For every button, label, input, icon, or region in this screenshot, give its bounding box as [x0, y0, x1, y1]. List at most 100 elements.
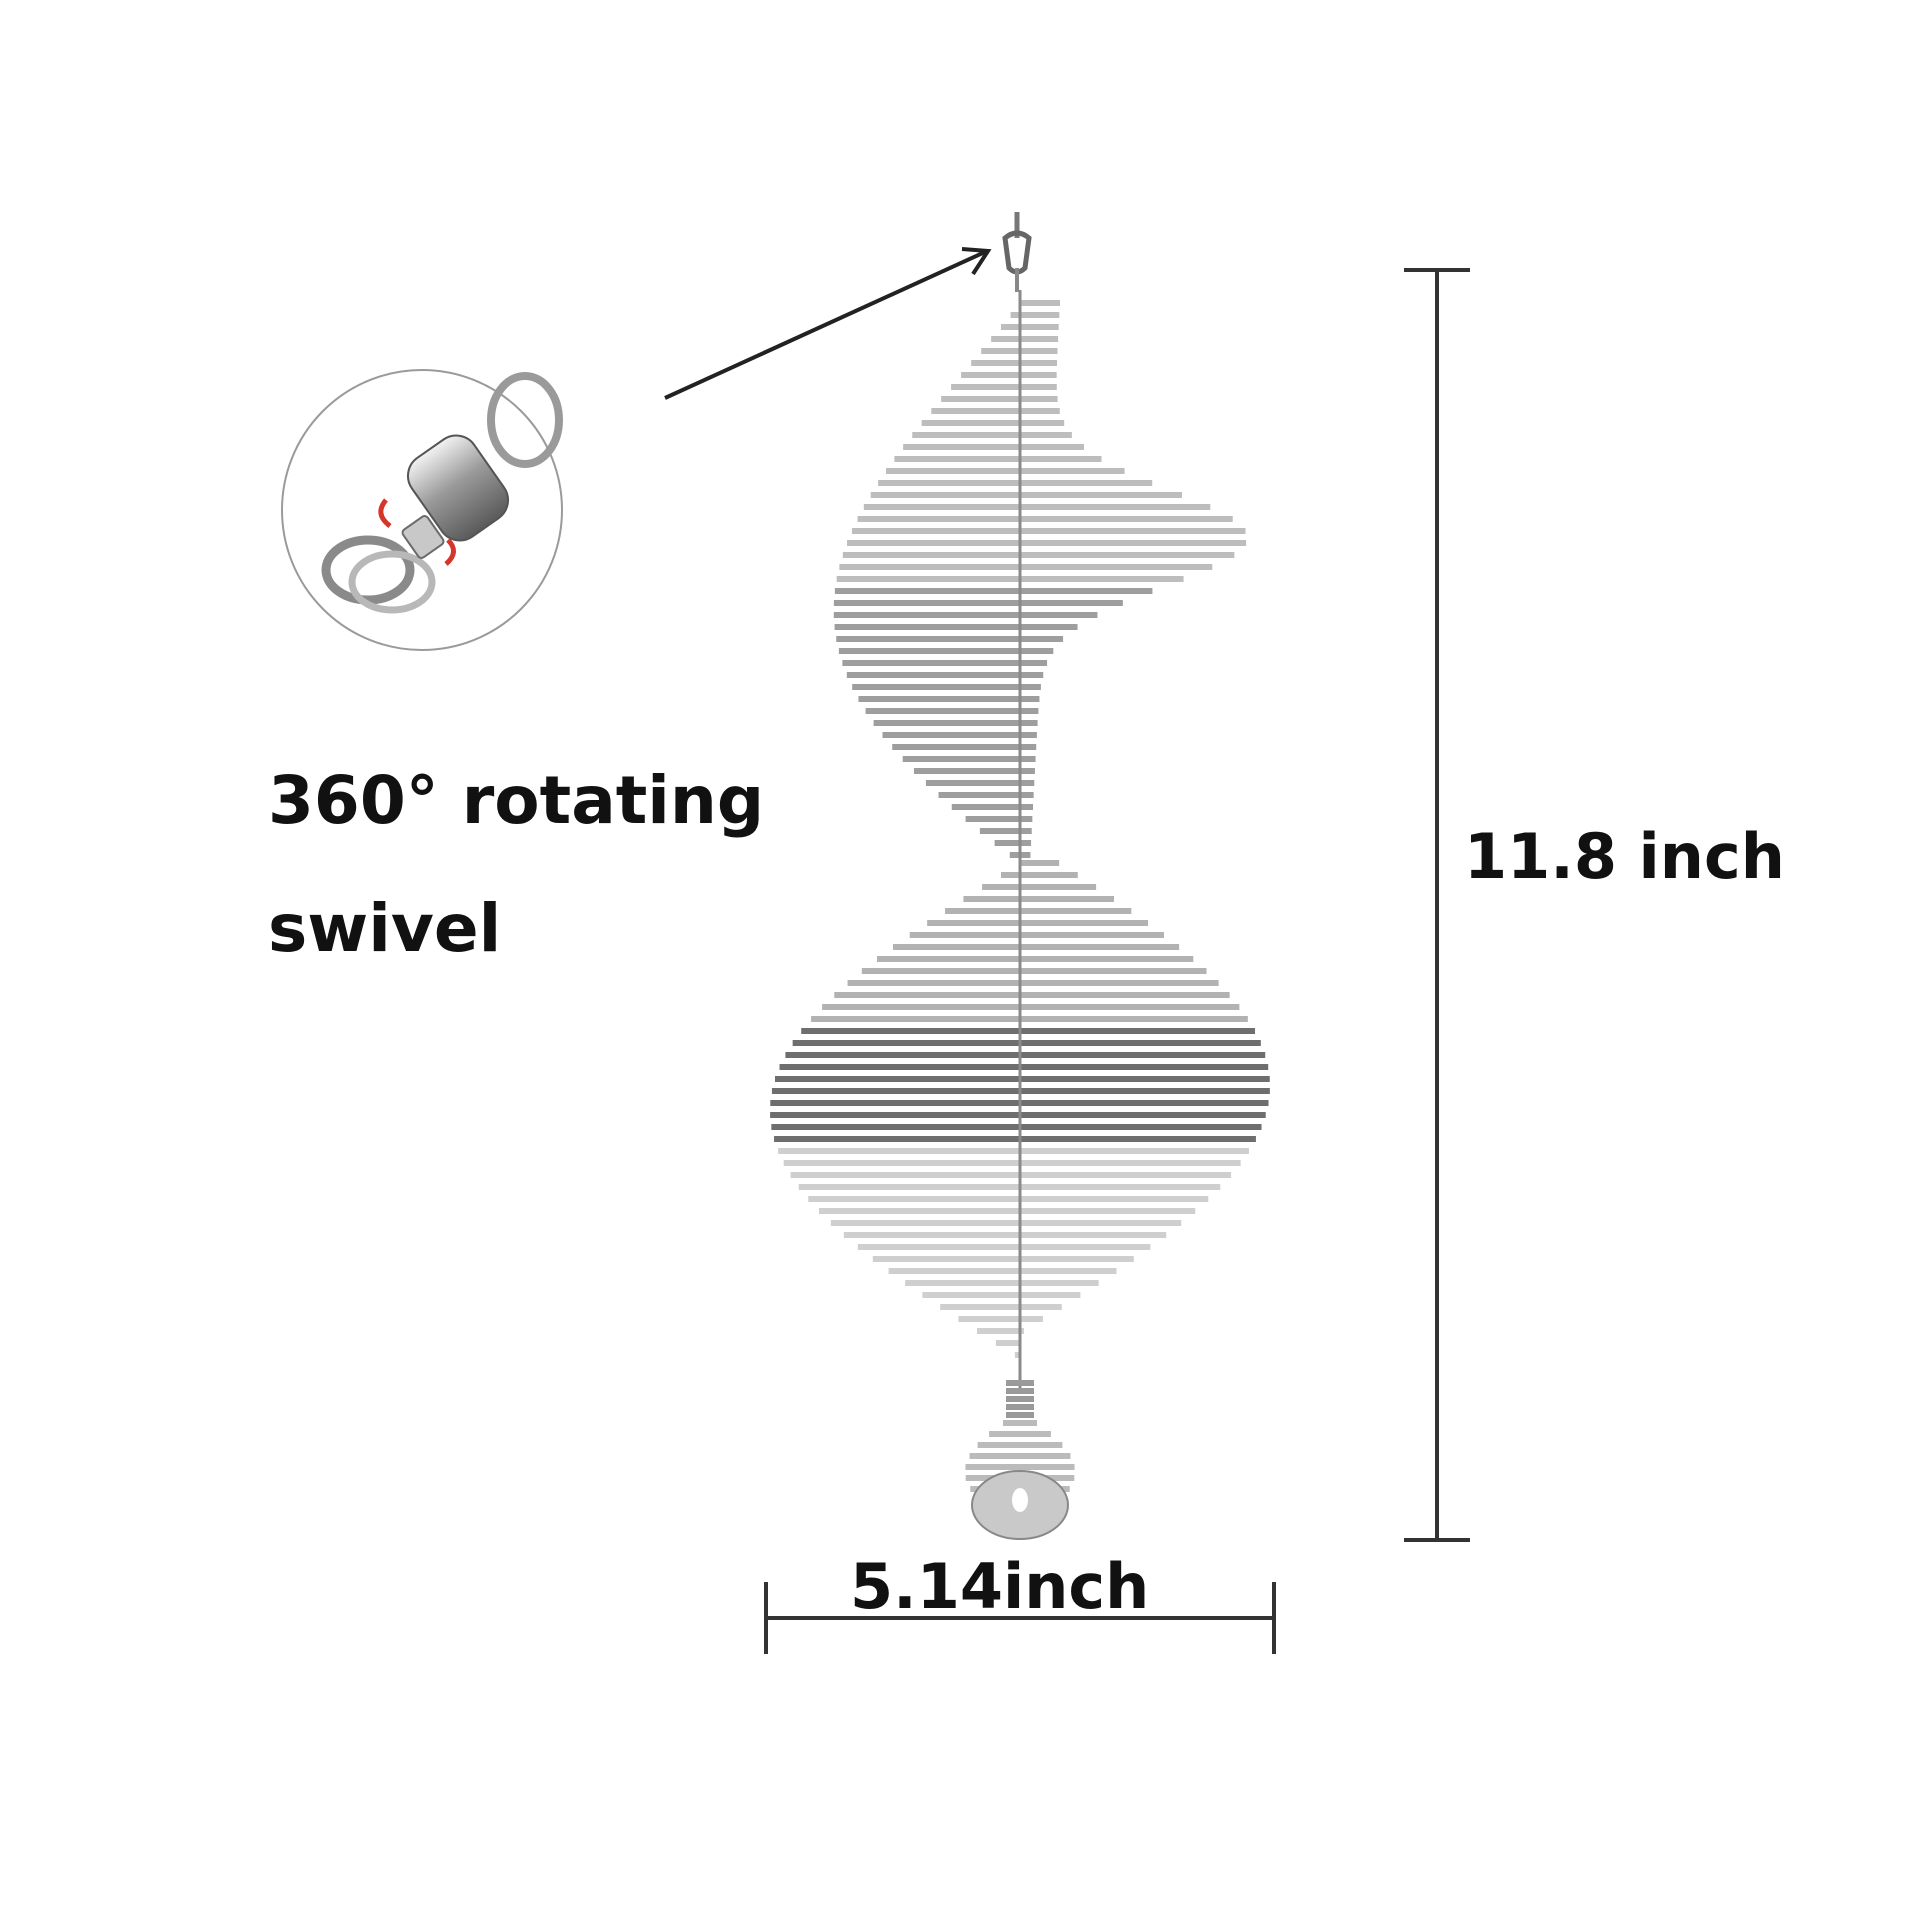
spinner-slat	[931, 408, 1060, 414]
spinner-slat	[842, 552, 1235, 558]
spinner-slat	[833, 600, 1123, 606]
spinner-drop-hole	[1012, 1488, 1028, 1512]
spinner-slat	[833, 612, 1098, 618]
spinner-slat	[873, 720, 1038, 726]
spinner-slat	[994, 840, 1032, 846]
spinner-slat	[1014, 1352, 1020, 1358]
spinner-slat	[1006, 1404, 1034, 1410]
spinner-slat	[903, 444, 1084, 450]
spinner-slat	[927, 920, 1149, 926]
spinner-slat	[836, 636, 1064, 642]
spinner-slat	[913, 768, 1035, 774]
width-label: 5.14inch	[850, 1550, 1150, 1623]
swivel-closeup-icon	[281, 369, 563, 651]
feature-caption-line-2: swivel	[268, 890, 502, 967]
spinner-slat	[801, 1028, 1256, 1034]
spinner-slat	[811, 1016, 1248, 1022]
spinner-slat	[977, 1442, 1063, 1448]
height-label: 11.8 inch	[1464, 820, 1785, 893]
spinner-slat	[861, 968, 1207, 974]
spinner-slat	[870, 492, 1183, 498]
spinner-slat	[995, 1340, 1020, 1346]
spinner-slat	[977, 1328, 1024, 1334]
spinner-slat	[961, 372, 1057, 378]
spinner-slat	[785, 1052, 1266, 1058]
spinner-slat	[912, 432, 1072, 438]
spinner-slat	[958, 1316, 1043, 1322]
spinner-slat	[921, 420, 1065, 426]
spinner-slat	[902, 756, 1036, 762]
spinner-slat	[846, 672, 1044, 678]
feature-caption-line-1: 360° rotating	[268, 762, 765, 839]
spinner-slat	[965, 816, 1033, 822]
spinner-slat	[878, 480, 1153, 486]
spinner-slat	[1006, 1388, 1034, 1394]
spinner-slat	[991, 336, 1059, 342]
spinner-slat	[792, 1040, 1261, 1046]
spinner-slat	[847, 540, 1247, 546]
spinner-slat	[888, 1268, 1117, 1274]
spinner-slat	[834, 992, 1230, 998]
spinner-slat	[863, 504, 1211, 510]
spinner-slat	[892, 944, 1180, 950]
spinner-slat	[858, 696, 1040, 702]
spinner-slat	[839, 564, 1213, 570]
spinner-slat	[830, 1220, 1182, 1226]
width-dimension-line	[764, 1582, 1276, 1654]
spinner-slat	[1020, 860, 1060, 866]
spinner-slat	[838, 648, 1054, 654]
spinner-slat	[938, 792, 1034, 798]
spinner-slat	[922, 1292, 1081, 1298]
spinner-slat	[770, 1112, 1266, 1118]
spinner-slat	[857, 516, 1233, 522]
spinner-slat	[941, 396, 1058, 402]
spinner-slat	[1000, 872, 1078, 878]
spinner-slat	[798, 1184, 1221, 1190]
spinner-slat	[771, 1124, 1262, 1130]
spinner-slat	[775, 1076, 1270, 1082]
spinner-slat	[1010, 312, 1060, 318]
spinner-slat	[836, 576, 1184, 582]
spinner-slat	[808, 1196, 1209, 1202]
spinner-slat	[847, 980, 1219, 986]
spinner-slat	[865, 708, 1039, 714]
spinner-slat	[894, 456, 1102, 462]
spiral-wind-spinner-icon	[770, 290, 1270, 1540]
spinner-slat	[989, 1431, 1051, 1437]
spinner-slat	[892, 744, 1037, 750]
spinner-slat	[905, 1280, 1099, 1286]
spinner-slat	[779, 1064, 1269, 1070]
height-dimension-line	[1404, 268, 1470, 1542]
hook-icon	[1002, 212, 1032, 292]
spinner-slat	[818, 1208, 1196, 1214]
spinner-slat	[851, 528, 1246, 534]
spinner-slat	[979, 828, 1032, 834]
spinner-slat	[843, 1232, 1167, 1238]
spinner-slat	[1020, 300, 1061, 306]
spinner-slat	[778, 1148, 1249, 1154]
spinner-slat	[834, 624, 1078, 630]
spinner-slat	[783, 1160, 1241, 1166]
spinner-slat	[1006, 1396, 1034, 1402]
spinner-slat	[790, 1172, 1232, 1178]
spinner-slat	[951, 804, 1033, 810]
spinner-slat	[1000, 324, 1059, 330]
spinner-slat	[969, 1453, 1071, 1459]
spinner-slat	[951, 384, 1057, 390]
spinner-slat	[971, 360, 1058, 366]
spinner-slat	[965, 1464, 1075, 1470]
spinner-slat	[842, 660, 1048, 666]
spinner-slat	[834, 588, 1153, 594]
spinner-slat	[1006, 1380, 1034, 1386]
spinner-slat	[886, 468, 1125, 474]
spinner-slat	[876, 956, 1194, 962]
spinner-slat	[940, 1304, 1062, 1310]
spinner-slat	[963, 896, 1114, 902]
spinner-slat	[1006, 1412, 1034, 1418]
spinner-slat	[882, 732, 1037, 738]
spinner-slat	[909, 932, 1164, 938]
pointer-arrow-icon	[664, 247, 992, 400]
spinner-slat	[872, 1256, 1134, 1262]
spinner-slat	[945, 908, 1132, 914]
